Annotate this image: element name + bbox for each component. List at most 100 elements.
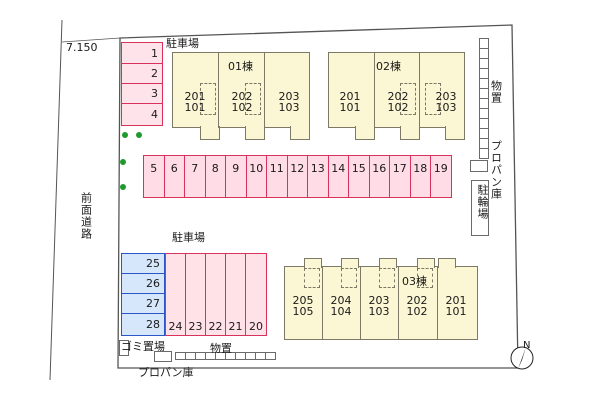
garbage-label: ゴミ置場 (121, 340, 165, 353)
storage-label-bottom: 物置 (210, 342, 232, 355)
unit-number: 101 (339, 101, 361, 114)
parking-lot-21: 21 (225, 253, 246, 336)
parking-lot-18: 18 (409, 155, 431, 198)
unit-number: 101 (445, 305, 467, 318)
building-03-label: 03棟 (402, 275, 427, 288)
propane-label-bottom: プロパン庫 (138, 366, 194, 379)
building-01-entrance (290, 126, 310, 140)
parking-lot-14: 14 (327, 155, 349, 198)
parking-lot-25: 25 (121, 253, 165, 274)
stair-outline (417, 268, 433, 288)
building-02-entrance (355, 126, 375, 140)
unit-number: 102 (387, 101, 409, 114)
road-width-label: 7.150 (66, 41, 98, 54)
building-03-entrance (341, 258, 359, 268)
parking-lot-23: 23 (185, 253, 206, 336)
unit-number: 102 (231, 101, 253, 114)
unit-divider (398, 266, 399, 340)
unit-divider (264, 52, 265, 128)
unit-number: 204 (330, 294, 352, 307)
building-02 (328, 52, 465, 128)
tree-marker (122, 132, 128, 138)
stair-outline (304, 268, 320, 288)
parking-lot-10: 10 (245, 155, 267, 198)
parking-lot-4: 4 (121, 103, 163, 126)
parking-lot-27: 27 (121, 293, 165, 314)
stair-outline (341, 268, 357, 288)
building-01 (172, 52, 310, 128)
parking-lot-28: 28 (121, 313, 165, 336)
propane-box-right (470, 160, 488, 172)
garbage-box (119, 340, 129, 356)
parking-lot-12: 12 (286, 155, 308, 198)
parking-lot-13: 13 (307, 155, 329, 198)
parking-lot-6: 6 (163, 155, 185, 198)
propane-label-right: プロパン庫 (489, 140, 503, 200)
building-03-entrance (304, 258, 322, 268)
parking-lot-9: 9 (225, 155, 247, 198)
unit-number: 103 (435, 101, 457, 114)
tree-marker (120, 184, 126, 190)
unit-number: 203 (278, 90, 300, 103)
unit-number: 201 (339, 90, 361, 103)
road-name-label: 前面道路 (79, 192, 93, 240)
unit-number: 103 (278, 101, 300, 114)
propane-box-bottom (154, 351, 172, 362)
unit-number: 202 (406, 294, 428, 307)
parking-lot-20: 20 (245, 253, 267, 336)
building-03-entrance (379, 258, 397, 268)
unit-divider (419, 52, 420, 128)
tree-marker (136, 132, 142, 138)
unit-number: 205 (292, 294, 314, 307)
parking-lot-19: 19 (430, 155, 452, 198)
parking-lot-1: 1 (121, 42, 163, 64)
parking-lot-5: 5 (143, 155, 165, 198)
compass-north-label: N (523, 340, 531, 351)
building-01-entrance (200, 126, 220, 140)
parking-lot-8: 8 (204, 155, 226, 198)
unit-divider (437, 266, 438, 340)
unit-number: 101 (184, 101, 206, 114)
storage-cell (265, 352, 276, 360)
unit-number: 203 (435, 90, 457, 103)
unit-number: 103 (368, 305, 390, 318)
parking-lot-16: 16 (368, 155, 390, 198)
parking-lot-15: 15 (348, 155, 370, 198)
unit-number: 104 (330, 305, 352, 318)
parking-lot-7: 7 (184, 155, 206, 198)
unit-number: 201 (445, 294, 467, 307)
storage-label-right: 物置 (489, 80, 503, 104)
building-02-entrance (445, 126, 465, 140)
building-03-entrance (417, 258, 435, 268)
building-01-entrance (245, 126, 265, 140)
unit-divider (218, 52, 219, 128)
storage-cell (479, 148, 489, 159)
unit-number: 203 (368, 294, 390, 307)
stair-outline (200, 83, 216, 115)
parking-lot-24: 24 (165, 253, 186, 336)
unit-divider (322, 266, 323, 340)
stair-outline (379, 268, 395, 288)
parking-lot-26: 26 (121, 273, 165, 294)
building-02-label: 02棟 (376, 60, 401, 73)
unit-number: 202 (231, 90, 253, 103)
unit-number: 201 (184, 90, 206, 103)
stair-outline (245, 83, 261, 115)
parking-lot-11: 11 (266, 155, 288, 198)
compass-icon (510, 346, 534, 370)
parking-lot-22: 22 (205, 253, 226, 336)
unit-number: 102 (406, 305, 428, 318)
unit-number: 202 (387, 90, 409, 103)
unit-divider (374, 52, 375, 128)
building-02-entrance (400, 126, 420, 140)
stair-outline (425, 83, 441, 115)
parking-label-lower: 駐車場 (172, 231, 205, 244)
unit-divider (360, 266, 361, 340)
parking-lot-17: 17 (389, 155, 411, 198)
parking-label-upper: 駐車場 (166, 37, 199, 50)
stair-outline (400, 83, 416, 115)
parking-lot-2: 2 (121, 63, 163, 84)
bicycle-parking: 駐輪場 (471, 180, 489, 236)
tree-marker (120, 159, 126, 165)
